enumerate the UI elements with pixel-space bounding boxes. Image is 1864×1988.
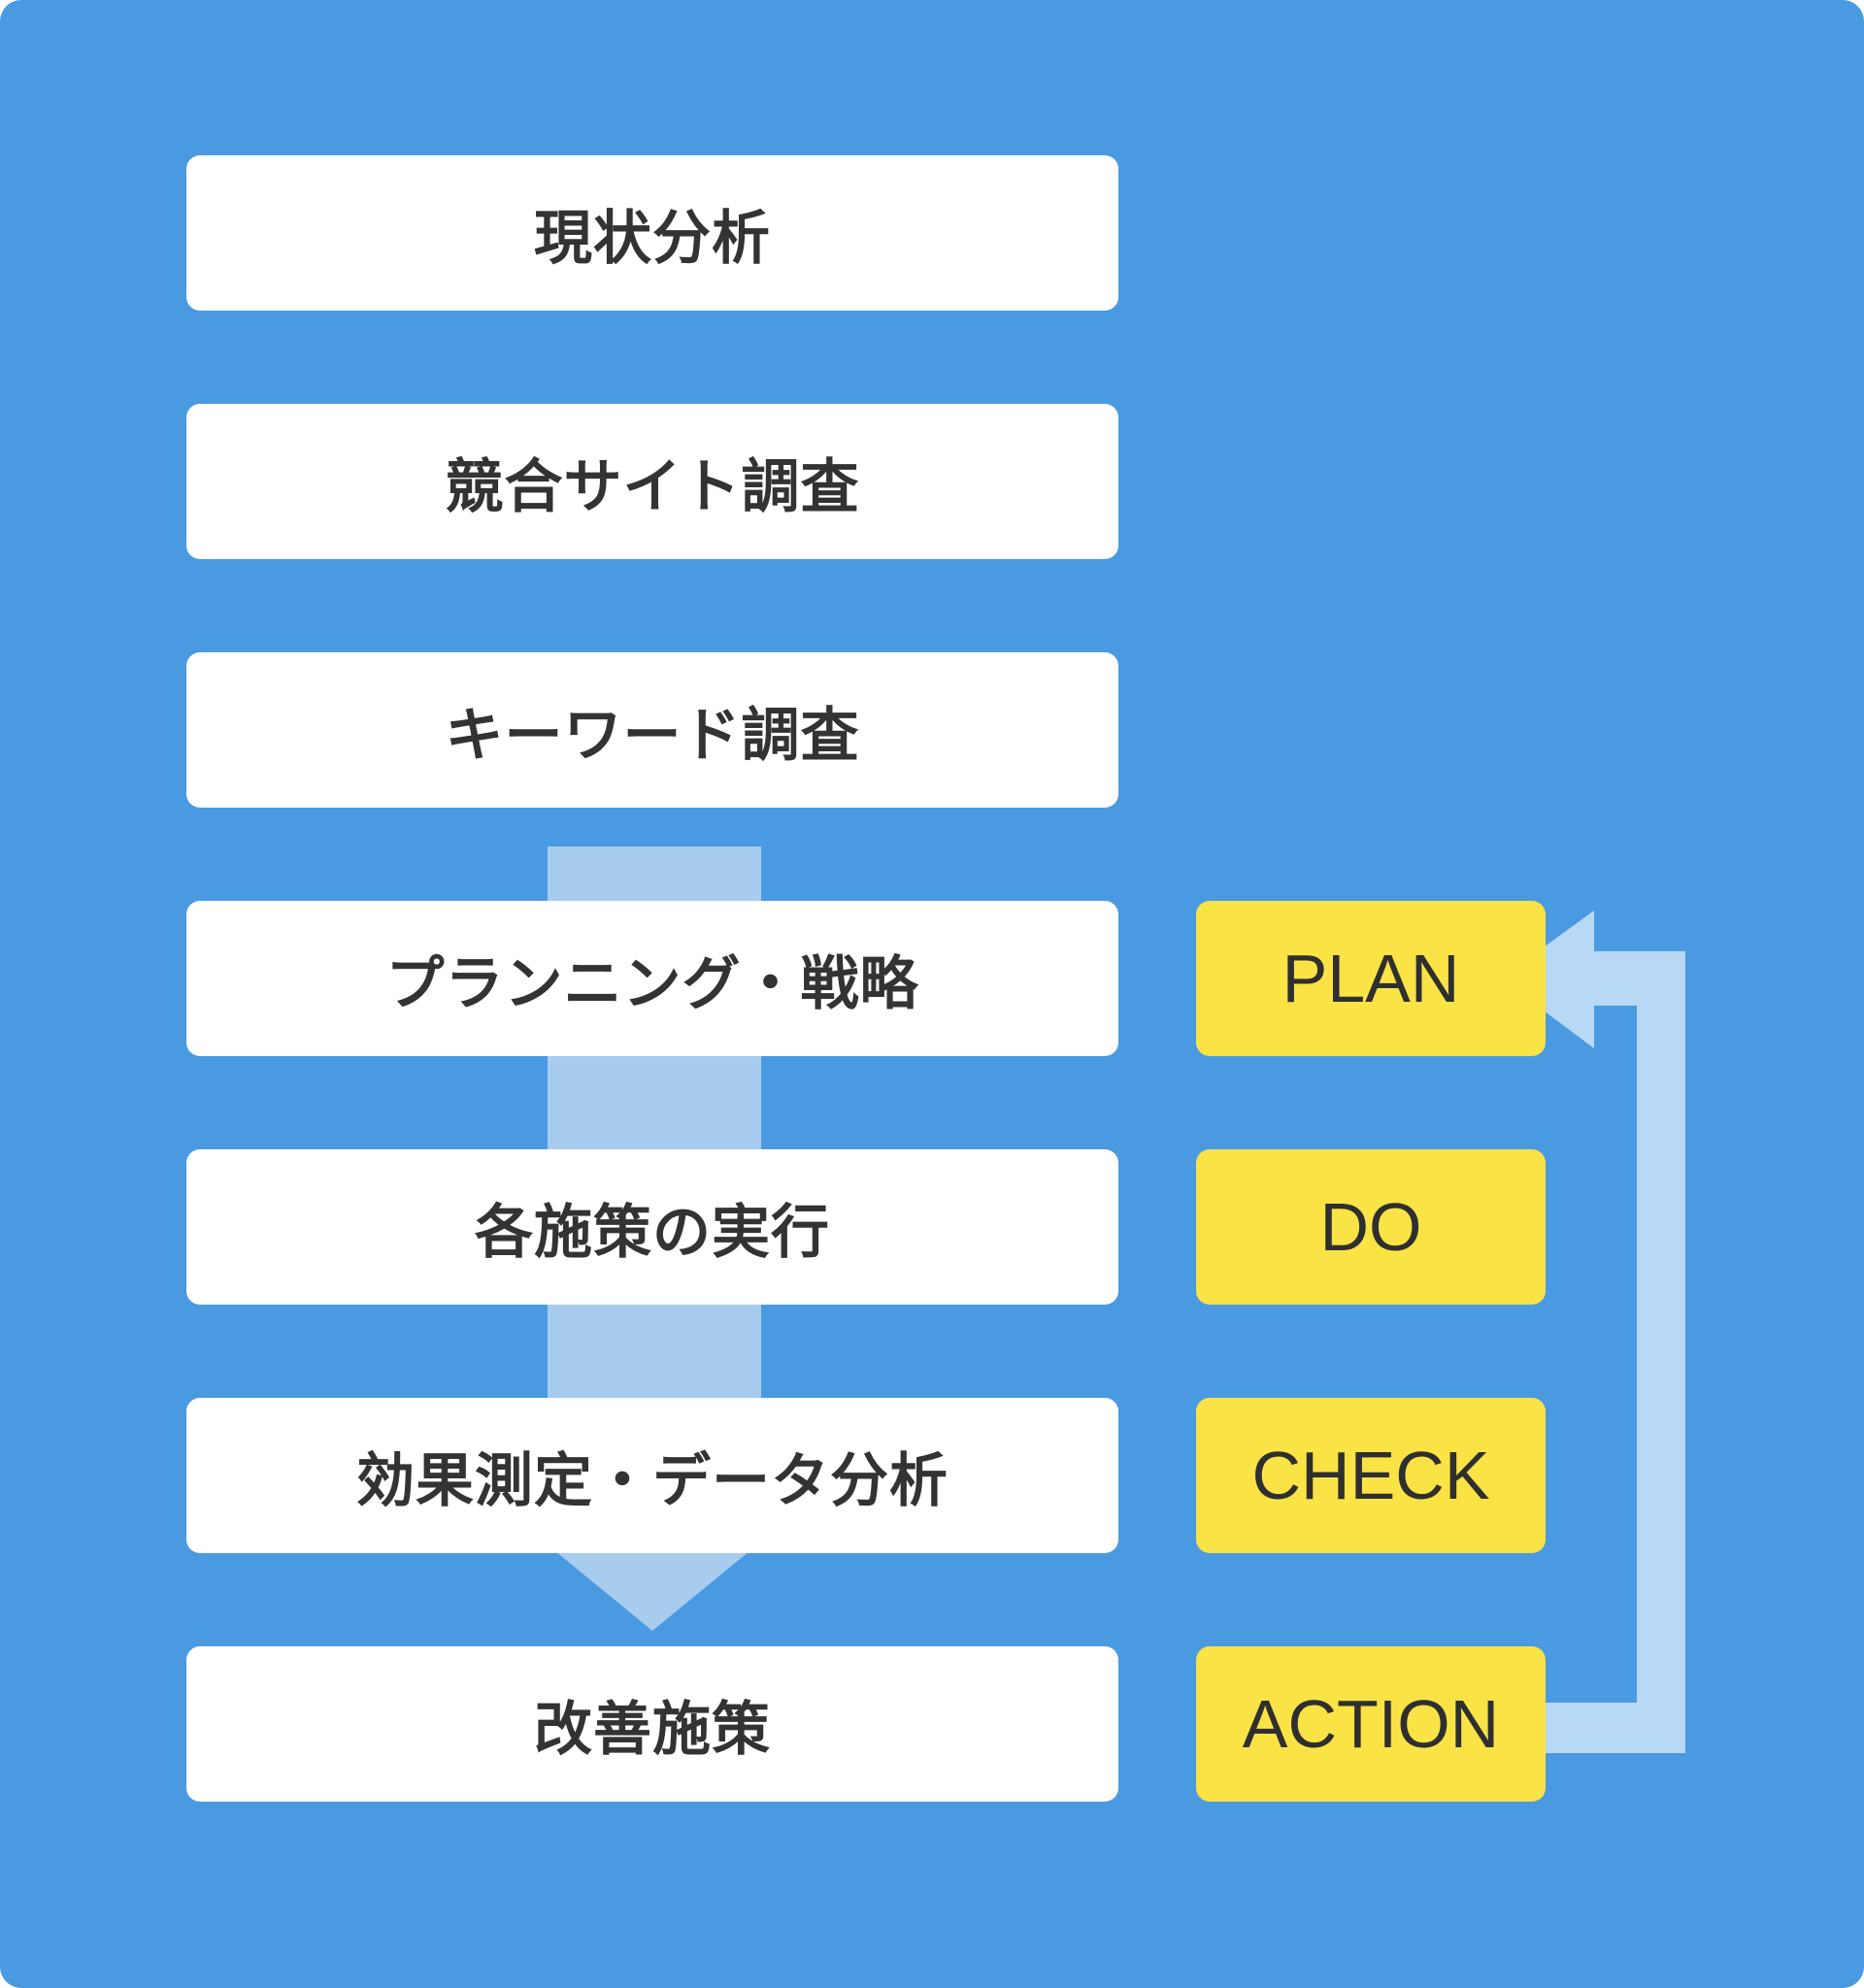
pdca-label: PLAN xyxy=(1282,941,1460,1016)
step-label: キーワード調査 xyxy=(445,701,860,770)
pdca-label: ACTION xyxy=(1242,1686,1500,1762)
cycle-return-arrow xyxy=(1501,911,1685,1753)
step-planning-strategy: プランニング・戦略 xyxy=(186,901,1118,1056)
step-label: 各施策の実行 xyxy=(475,1198,830,1267)
step-current-analysis: 現状分析 xyxy=(186,155,1118,311)
step-label: 競合サイト調査 xyxy=(445,452,860,521)
step-execution: 各施策の実行 xyxy=(186,1149,1118,1305)
pdca-label: DO xyxy=(1319,1189,1422,1265)
step-keyword-research: キーワード調査 xyxy=(186,652,1118,808)
pdca-check: CHECK xyxy=(1196,1398,1546,1553)
step-measurement-analysis: 効果測定・データ分析 xyxy=(186,1398,1118,1553)
pdca-label: CHECK xyxy=(1251,1438,1490,1513)
pdca-do: DO xyxy=(1196,1149,1546,1305)
step-label: 改善施策 xyxy=(534,1695,771,1764)
pdca-action: ACTION xyxy=(1196,1646,1546,1802)
step-improvement: 改善施策 xyxy=(186,1646,1118,1802)
pdca-plan: PLAN xyxy=(1196,901,1546,1056)
step-label: 効果測定・データ分析 xyxy=(356,1446,949,1515)
step-competitor-research: 競合サイト調査 xyxy=(186,404,1118,559)
step-label: プランニング・戦略 xyxy=(385,949,919,1018)
step-label: 現状分析 xyxy=(534,204,771,273)
